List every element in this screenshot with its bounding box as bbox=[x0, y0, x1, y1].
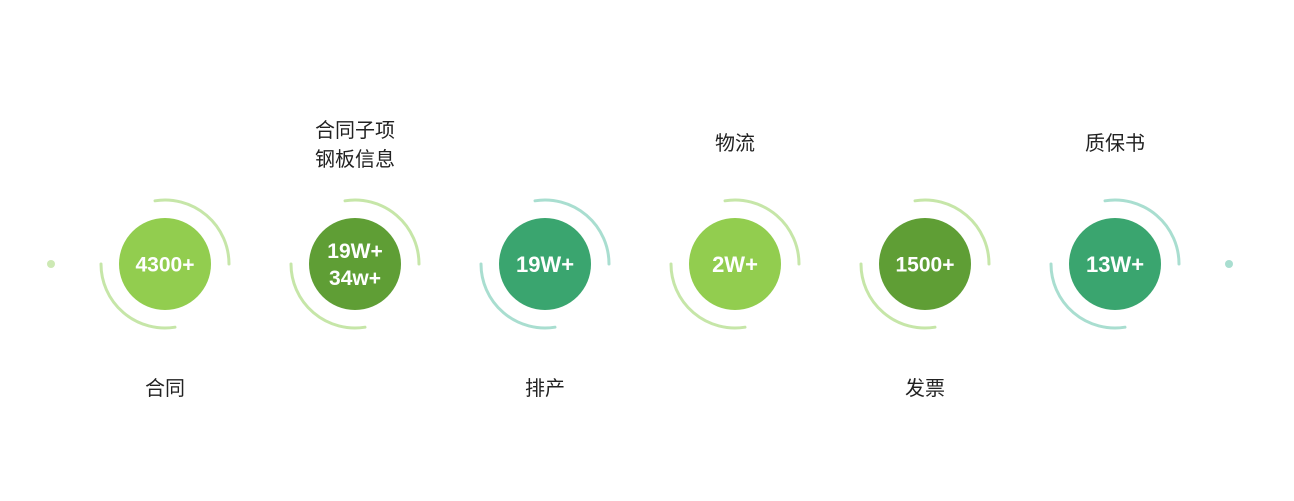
step-node: 1500+ bbox=[879, 218, 971, 310]
step-value: 1500+ bbox=[896, 254, 955, 277]
step-circle bbox=[119, 218, 211, 310]
step-nodes: 4300+ 19W+ 34w+ 19W+ 2W+ 1500+ 13W+ bbox=[119, 218, 1161, 310]
connector-lines bbox=[47, 198, 1233, 330]
step-circle bbox=[499, 218, 591, 310]
step-label: 钢板信息 bbox=[315, 147, 395, 171]
step-circle bbox=[689, 218, 781, 310]
node-arc-lower bbox=[669, 262, 747, 330]
node-arc-upper bbox=[533, 198, 611, 266]
step-node: 13W+ bbox=[1069, 218, 1161, 310]
step-node: 19W+ bbox=[499, 218, 591, 310]
step-value: 19W+ bbox=[516, 252, 574, 277]
step-circle bbox=[1069, 218, 1161, 310]
step-value: 2W+ bbox=[712, 252, 758, 277]
step-label: 物流 bbox=[715, 131, 755, 155]
node-arc-upper bbox=[1103, 198, 1181, 266]
node-arc-lower bbox=[99, 262, 177, 330]
node-arc-lower bbox=[289, 262, 367, 330]
step-circle bbox=[309, 218, 401, 310]
step-value: 34w+ bbox=[329, 267, 381, 290]
step-value: 13W+ bbox=[1086, 252, 1144, 277]
node-arc-upper bbox=[913, 198, 991, 266]
step-circle bbox=[879, 218, 971, 310]
node-arc-upper bbox=[723, 198, 801, 266]
step-node: 19W+ 34w+ bbox=[309, 218, 401, 310]
node-arc-upper bbox=[343, 198, 421, 266]
step-node: 2W+ bbox=[689, 218, 781, 310]
step-label: 合同 bbox=[145, 376, 185, 400]
step-node: 4300+ bbox=[119, 218, 211, 310]
step-label: 质保书 bbox=[1085, 131, 1145, 155]
step-value: 4300+ bbox=[136, 254, 195, 277]
step-value: 19W+ bbox=[327, 240, 382, 263]
node-arc-upper bbox=[153, 198, 231, 266]
node-arc-lower bbox=[479, 262, 557, 330]
step-label: 发票 bbox=[905, 376, 945, 400]
node-arc-lower bbox=[1049, 262, 1127, 330]
step-label: 合同子项 bbox=[315, 118, 395, 142]
node-arc-lower bbox=[859, 262, 937, 330]
step-label: 排产 bbox=[525, 376, 565, 400]
